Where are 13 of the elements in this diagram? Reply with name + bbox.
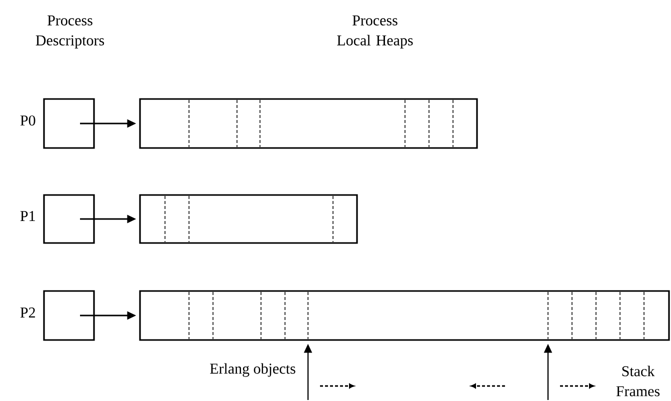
caption-text: Process Local Heaps xyxy=(337,16,413,48)
heap-box xyxy=(139,98,478,149)
process-label: P2 xyxy=(20,308,35,318)
caption-text: Stack Frames xyxy=(616,366,660,396)
heap-box xyxy=(139,194,358,244)
process-label: P0 xyxy=(20,115,36,126)
descriptor-box xyxy=(43,194,95,244)
caption-text: Process Descriptors xyxy=(36,16,104,48)
heap-box xyxy=(139,290,670,341)
descriptor-box xyxy=(43,290,95,341)
caption-text: Erlang objects xyxy=(210,363,296,377)
process-label: P1 xyxy=(20,211,35,221)
descriptor-box xyxy=(43,98,95,149)
